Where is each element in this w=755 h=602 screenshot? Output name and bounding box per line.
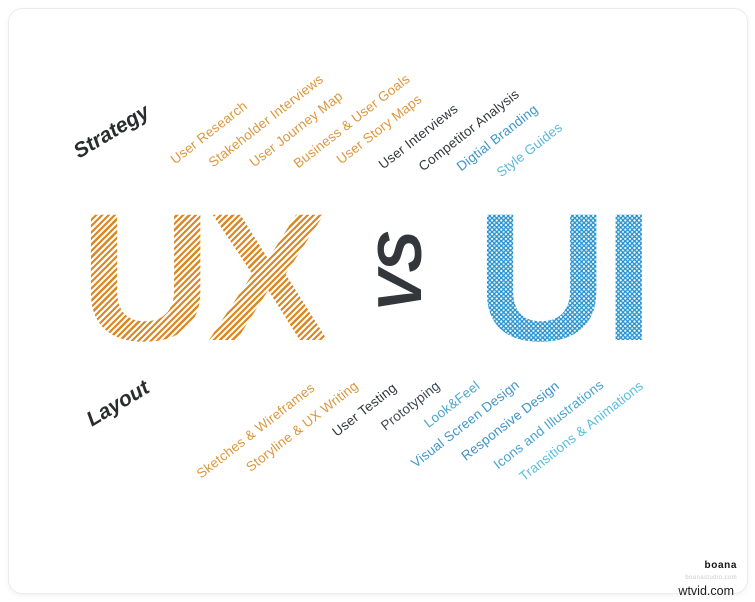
ux-word: UX xyxy=(80,175,329,379)
ui-word: UI xyxy=(476,175,650,379)
watermark-text: wtvid.com xyxy=(678,584,734,598)
brand-logo-text: boana xyxy=(704,560,737,571)
vs-word: VS xyxy=(365,232,435,312)
vs-word-wrap: VS xyxy=(365,228,435,316)
brand-website-text: boanastudio.com xyxy=(685,575,737,581)
